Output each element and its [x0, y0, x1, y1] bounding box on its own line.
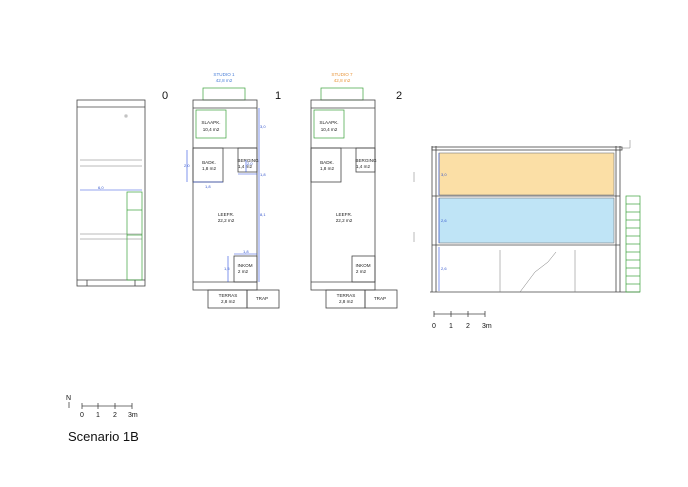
plan-1-room-name: TERRAS	[219, 293, 238, 298]
plan-0-marker	[124, 114, 128, 118]
plan-0: 0 6,0	[76, 90, 168, 287]
plan-2: 2 STUDIO 7 42,8 m2 SLAAPK. 10,4 m2 BADK.…	[310, 72, 402, 309]
plan-number-1: 1	[275, 90, 281, 102]
plan-1-room-name: SLAAPK.	[201, 120, 220, 125]
plan-1-bed-zone	[195, 109, 227, 139]
plan-2-room-name: INKOM	[355, 263, 370, 268]
plan-2-bed-zone	[313, 109, 345, 139]
scale-label: 0	[432, 323, 436, 330]
plan-2-room-name: SLAAPK.	[319, 120, 338, 125]
plan-1-stairs	[246, 289, 280, 309]
plan-1-entry	[233, 255, 258, 283]
scale-label: 3m	[128, 412, 138, 419]
plan-0-dim-width: 6,0	[98, 185, 104, 190]
studio-2-name: STUDIO 7	[331, 72, 353, 77]
plan-2-room-name: TERRAS	[337, 293, 356, 298]
scale-label: 0	[80, 412, 84, 419]
section-lower-floor	[438, 197, 615, 244]
plan-1-dim: 2,0	[247, 161, 253, 166]
plan-2-balcony	[320, 87, 364, 101]
plan-1-room-name: TRAP	[256, 296, 268, 301]
plan-1-dim: 8,1	[260, 212, 266, 217]
scenario-title: Scenario 1B	[68, 429, 139, 444]
plan-0-stair-zone	[126, 191, 143, 281]
plan-2-room-area: 22,2 m2	[336, 218, 353, 223]
plan-1-room-area: 1,4 m2	[238, 164, 252, 169]
section-scale-bar: 0 1 2 3m	[432, 311, 492, 330]
plan-1-room-name: LEEFR.	[218, 212, 234, 217]
north-label: N	[66, 395, 71, 402]
plan-1-room-name: INKOM	[237, 263, 252, 268]
plan-1-dim: 1,8	[243, 249, 249, 254]
plan-2-room-name: BADK.	[320, 160, 334, 165]
section-upper-floor	[438, 152, 615, 196]
plan-1-bathroom	[192, 147, 224, 183]
plan-scale-bar: N 0 1 2 3m	[66, 395, 138, 419]
plan-number-2: 2	[396, 90, 402, 102]
section-dim: 2,6	[441, 218, 447, 223]
plan-2-stairs	[364, 289, 398, 309]
studio-1-area: 42,8 m2	[216, 78, 233, 83]
plan-2-room-name: BERGING	[355, 158, 377, 163]
scale-label: 1	[449, 323, 453, 330]
plan-1: 1 STUDIO 1 42,8 m2 SLAAPK. 10,4 m2 BADK.…	[184, 72, 281, 309]
plan-1-room-area: 22,2 m2	[218, 218, 235, 223]
section-view: 3,0 2,6 2,6	[413, 140, 641, 293]
plan-2-room-area: 1,4 m2	[356, 164, 370, 169]
plan-1-room-name: BERGING	[237, 158, 259, 163]
plan-2-room-area: 1,8 m2	[320, 166, 334, 171]
plan-2-room-name: LEEFR.	[336, 212, 352, 217]
plan-1-balcony	[202, 87, 246, 101]
section-exterior-stair	[625, 195, 641, 293]
plan-1-dim: 1,5	[224, 266, 230, 271]
section-dim: 3,0	[441, 172, 447, 177]
plan-0-outline	[76, 99, 146, 287]
scale-label: 1	[96, 412, 100, 419]
scale-label: 3m	[482, 323, 492, 330]
scale-label: 2	[113, 412, 117, 419]
plan-1-dim: 1,8	[260, 172, 266, 177]
plan-2-room-area: 2 m2	[356, 269, 367, 274]
plan-number-0: 0	[162, 90, 168, 102]
plan-1-room-area: 2,8 m2	[221, 299, 235, 304]
plan-1-dim: 3,0	[260, 124, 266, 129]
plan-1-storage	[237, 147, 258, 173]
plan-2-room-area: 2,8 m2	[339, 299, 353, 304]
plan-2-room-area: 10,4 m2	[321, 127, 338, 132]
plan-2-room-name: TRAP	[374, 296, 386, 301]
studio-1-name: STUDIO 1	[213, 72, 235, 77]
plan-1-room-area: 10,4 m2	[203, 127, 220, 132]
plan-1-room-area: 2 m2	[238, 269, 249, 274]
plan-2-entry	[351, 255, 376, 283]
section-dim: 2,6	[441, 266, 447, 271]
plan-1-dim: 1,8	[205, 184, 211, 189]
plan-1-dim: 2,0	[184, 163, 190, 168]
plan-1-room-area: 1,8 m2	[202, 166, 216, 171]
plan-2-bathroom	[310, 147, 342, 183]
plan-2-storage	[355, 147, 376, 173]
section-roof	[431, 146, 623, 151]
scale-label: 2	[466, 323, 470, 330]
studio-2-area: 42,8 m2	[334, 78, 351, 83]
section-internal-stair	[519, 251, 557, 293]
plan-1-room-name: BADK.	[202, 160, 216, 165]
